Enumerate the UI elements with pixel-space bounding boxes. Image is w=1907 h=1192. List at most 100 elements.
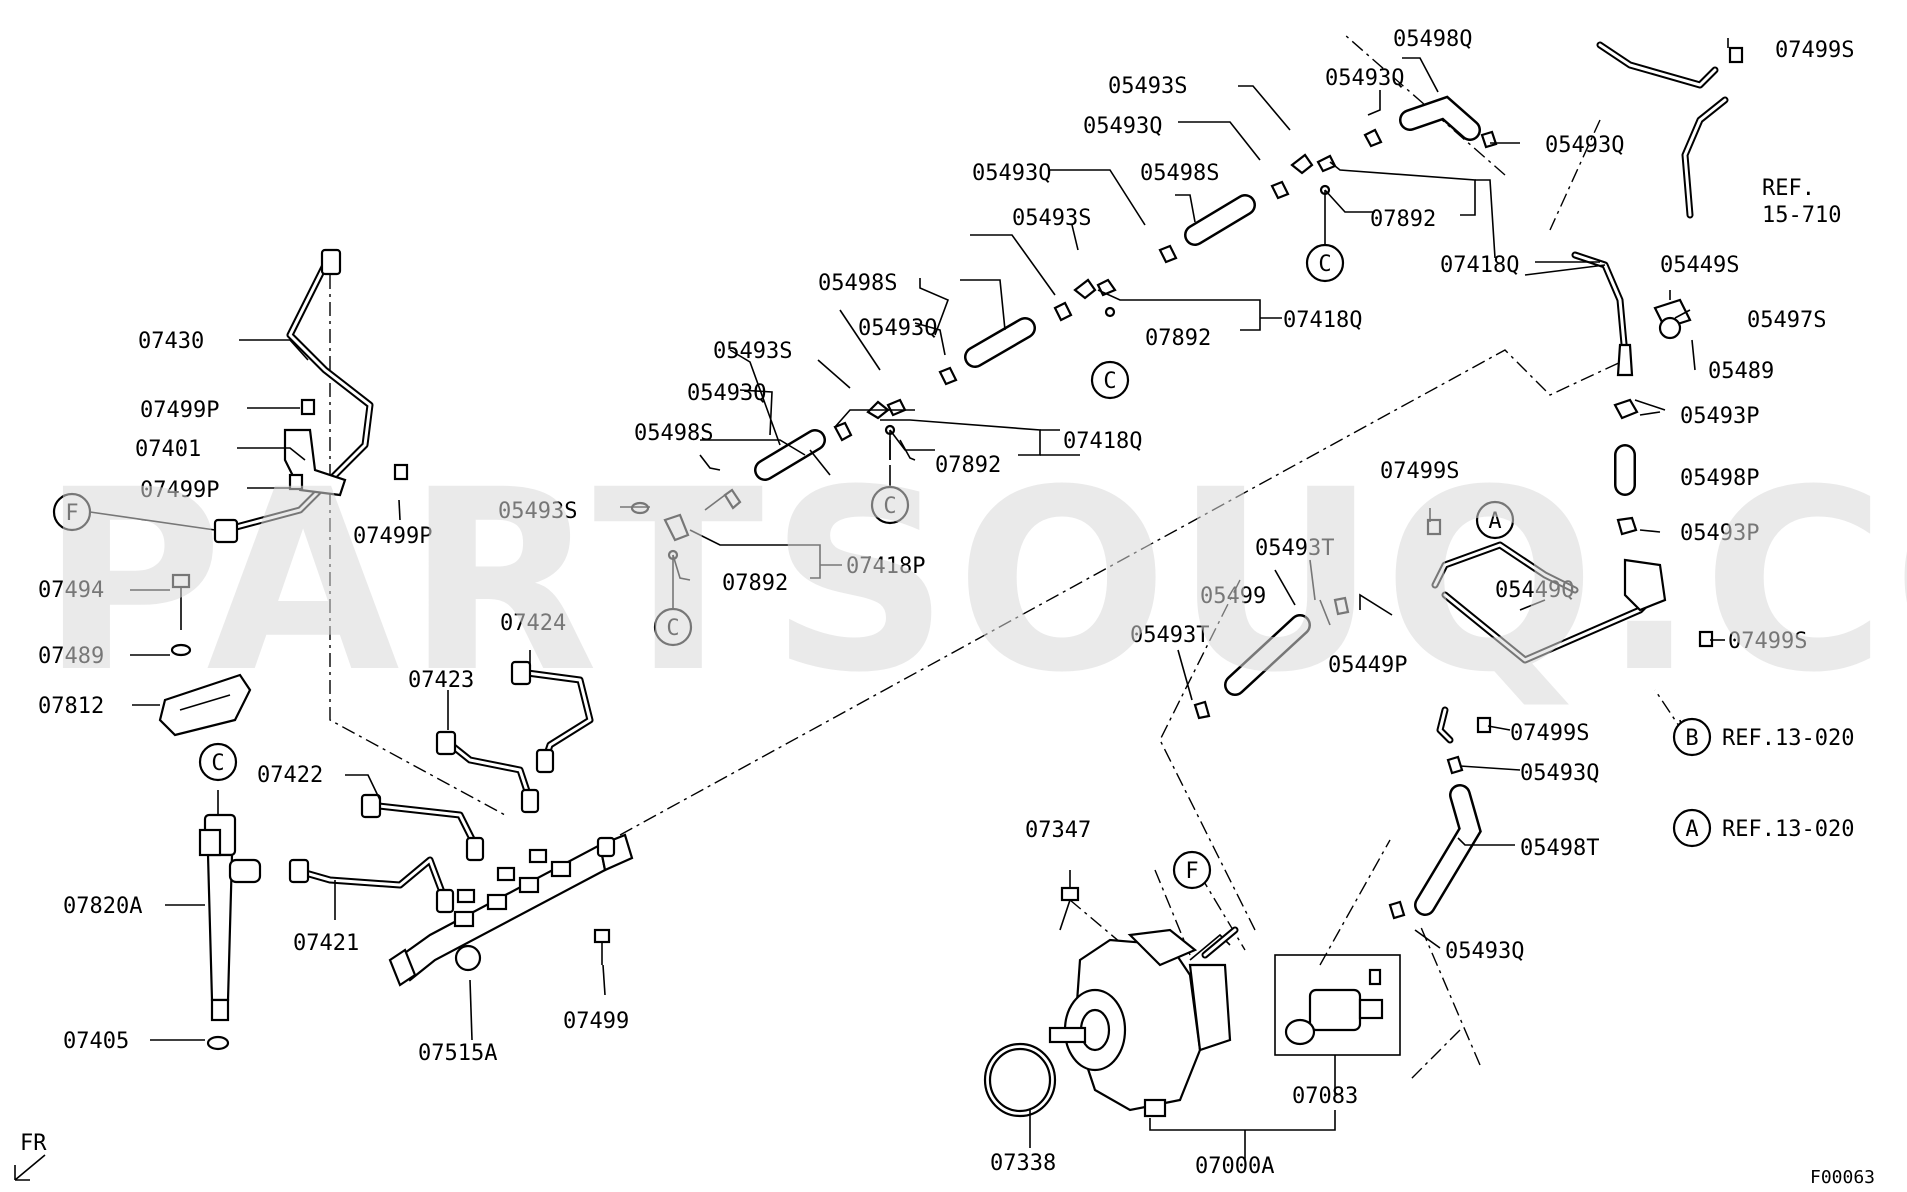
ref-b-label: REF.13-020 <box>1722 726 1854 751</box>
callout-a2: A <box>1672 808 1712 848</box>
label-07892-2: 07892 <box>1145 326 1211 351</box>
label-07418q-3: 07418Q <box>1063 429 1142 454</box>
label-07499p-3: 07499P <box>353 524 432 549</box>
label-07515a: 07515A <box>418 1041 497 1066</box>
callout-c4-letter: C <box>666 616 679 641</box>
label-07489: 07489 <box>38 644 104 669</box>
fuel-pump <box>983 926 1239 1118</box>
label-07000a: 07000A <box>1195 1154 1274 1179</box>
label-07499p-2: 07499P <box>140 478 219 503</box>
callout-b1-letter: B <box>1685 726 1698 751</box>
ref-top-line1: REF. <box>1762 176 1815 201</box>
valve-box <box>1274 954 1401 1056</box>
front-marker-text: FR <box>20 1131 47 1156</box>
label-07418p: 07418P <box>846 554 925 579</box>
leakoff-chain <box>630 95 1498 561</box>
label-07424: 07424 <box>500 611 566 636</box>
label-07499s-3: 07499S <box>1510 721 1589 746</box>
ref-a-label: REF.13-020 <box>1722 817 1854 842</box>
reference-labels: REF. 15-710 REF.13-020 REF.13-020 <box>1722 176 1854 842</box>
label-05493q-8: 05493Q <box>1445 939 1524 964</box>
label-05493q-1: 05493Q <box>1325 66 1404 91</box>
label-07892-1: 07892 <box>1370 207 1436 232</box>
label-07499s-1: 07499S <box>1380 459 1459 484</box>
return-pipes <box>1193 41 1744 920</box>
label-05449s: 05449S <box>1660 253 1739 278</box>
label-07812: 07812 <box>38 694 104 719</box>
callout-a1: A <box>1475 500 1515 540</box>
label-05449p: 05449P <box>1328 653 1407 678</box>
part-labels: 05498Q 07499S 05493S 05493Q 05493Q 05493… <box>38 27 1854 1179</box>
label-05499: 05499 <box>1200 584 1266 609</box>
callout-c2-letter: C <box>1103 369 1116 394</box>
front-marker: FR <box>14 1131 47 1181</box>
label-05493t-1: 05493T <box>1255 536 1334 561</box>
label-07421: 07421 <box>293 931 359 956</box>
bolt-07347 <box>1059 886 1080 931</box>
label-07422: 07422 <box>257 763 323 788</box>
callout-c1-letter: C <box>1318 252 1331 277</box>
label-05489: 05489 <box>1708 359 1774 384</box>
label-05493q-7: 05493Q <box>1520 761 1599 786</box>
label-07401: 07401 <box>135 437 201 462</box>
label-07347: 07347 <box>1025 818 1091 843</box>
label-05493s-2: 05493S <box>1012 206 1091 231</box>
label-07499s-2: 07499S <box>1728 629 1807 654</box>
small-bolts <box>288 398 611 965</box>
callout-c5: C <box>198 742 238 782</box>
label-07083: 07083 <box>1292 1084 1358 1109</box>
label-07820a: 07820A <box>63 894 142 919</box>
pipe-nuts <box>213 248 616 914</box>
bolt-07494 <box>171 573 191 630</box>
callout-circles: C C C C C F F A A B <box>52 243 1712 890</box>
injector-clamp <box>158 673 252 737</box>
label-05493s-1: 05493S <box>1108 74 1187 99</box>
callout-a1-letter: A <box>1488 509 1501 534</box>
washer-07489 <box>170 643 192 657</box>
label-05498p: 05498P <box>1680 466 1759 491</box>
callout-f1: F <box>52 492 92 532</box>
leader-lines <box>89 38 1729 1160</box>
label-05493t-2: 05493T <box>1130 623 1209 648</box>
label-07499s-top: 07499S <box>1775 38 1854 63</box>
injector <box>198 813 262 1051</box>
callout-f2-letter: F <box>1185 859 1198 884</box>
callout-c3-letter: C <box>883 494 896 519</box>
label-05498s-1: 05498S <box>1140 161 1219 186</box>
label-07338: 07338 <box>990 1151 1056 1176</box>
callout-f1-letter: F <box>65 501 78 526</box>
ref-top-line2: 15-710 <box>1762 203 1841 228</box>
label-05493q-2: 05493Q <box>1083 114 1162 139</box>
label-07418q-1: 07418Q <box>1440 253 1519 278</box>
label-05493q-4: 05493Q <box>972 161 1051 186</box>
watermark-text: PARTSOUQ.COM <box>40 436 1907 727</box>
label-07892-3: 07892 <box>935 453 1001 478</box>
label-05493q-3: 05493Q <box>1545 133 1624 158</box>
callout-f2: F <box>1172 850 1212 890</box>
label-05493q-6: 05493Q <box>687 381 766 406</box>
label-05498t: 05498T <box>1520 836 1599 861</box>
label-07405: 07405 <box>63 1029 129 1054</box>
label-07499: 07499 <box>563 1009 629 1034</box>
callout-c3: C <box>870 485 910 525</box>
label-05497s: 05497S <box>1747 308 1826 333</box>
label-07499p-1: 07499P <box>140 398 219 423</box>
label-05493p-2: 05493P <box>1680 521 1759 546</box>
common-rail <box>388 833 634 987</box>
label-05493s-3: 05493S <box>713 339 792 364</box>
label-07494: 07494 <box>38 578 104 603</box>
callout-c5-letter: C <box>211 751 224 776</box>
label-07430: 07430 <box>138 329 204 354</box>
callout-c4: C <box>653 607 693 647</box>
callout-a2-letter: A <box>1685 817 1698 842</box>
callout-c1: C <box>1305 243 1345 283</box>
diagram-code: F00063 <box>1810 1167 1875 1187</box>
callout-b1: B <box>1672 717 1712 757</box>
label-05493s-4: 05493S <box>498 499 577 524</box>
label-07423: 07423 <box>408 668 474 693</box>
callout-c2: C <box>1090 360 1130 400</box>
label-05493p-1: 05493P <box>1680 404 1759 429</box>
label-05498q-top: 05498Q <box>1393 27 1472 52</box>
